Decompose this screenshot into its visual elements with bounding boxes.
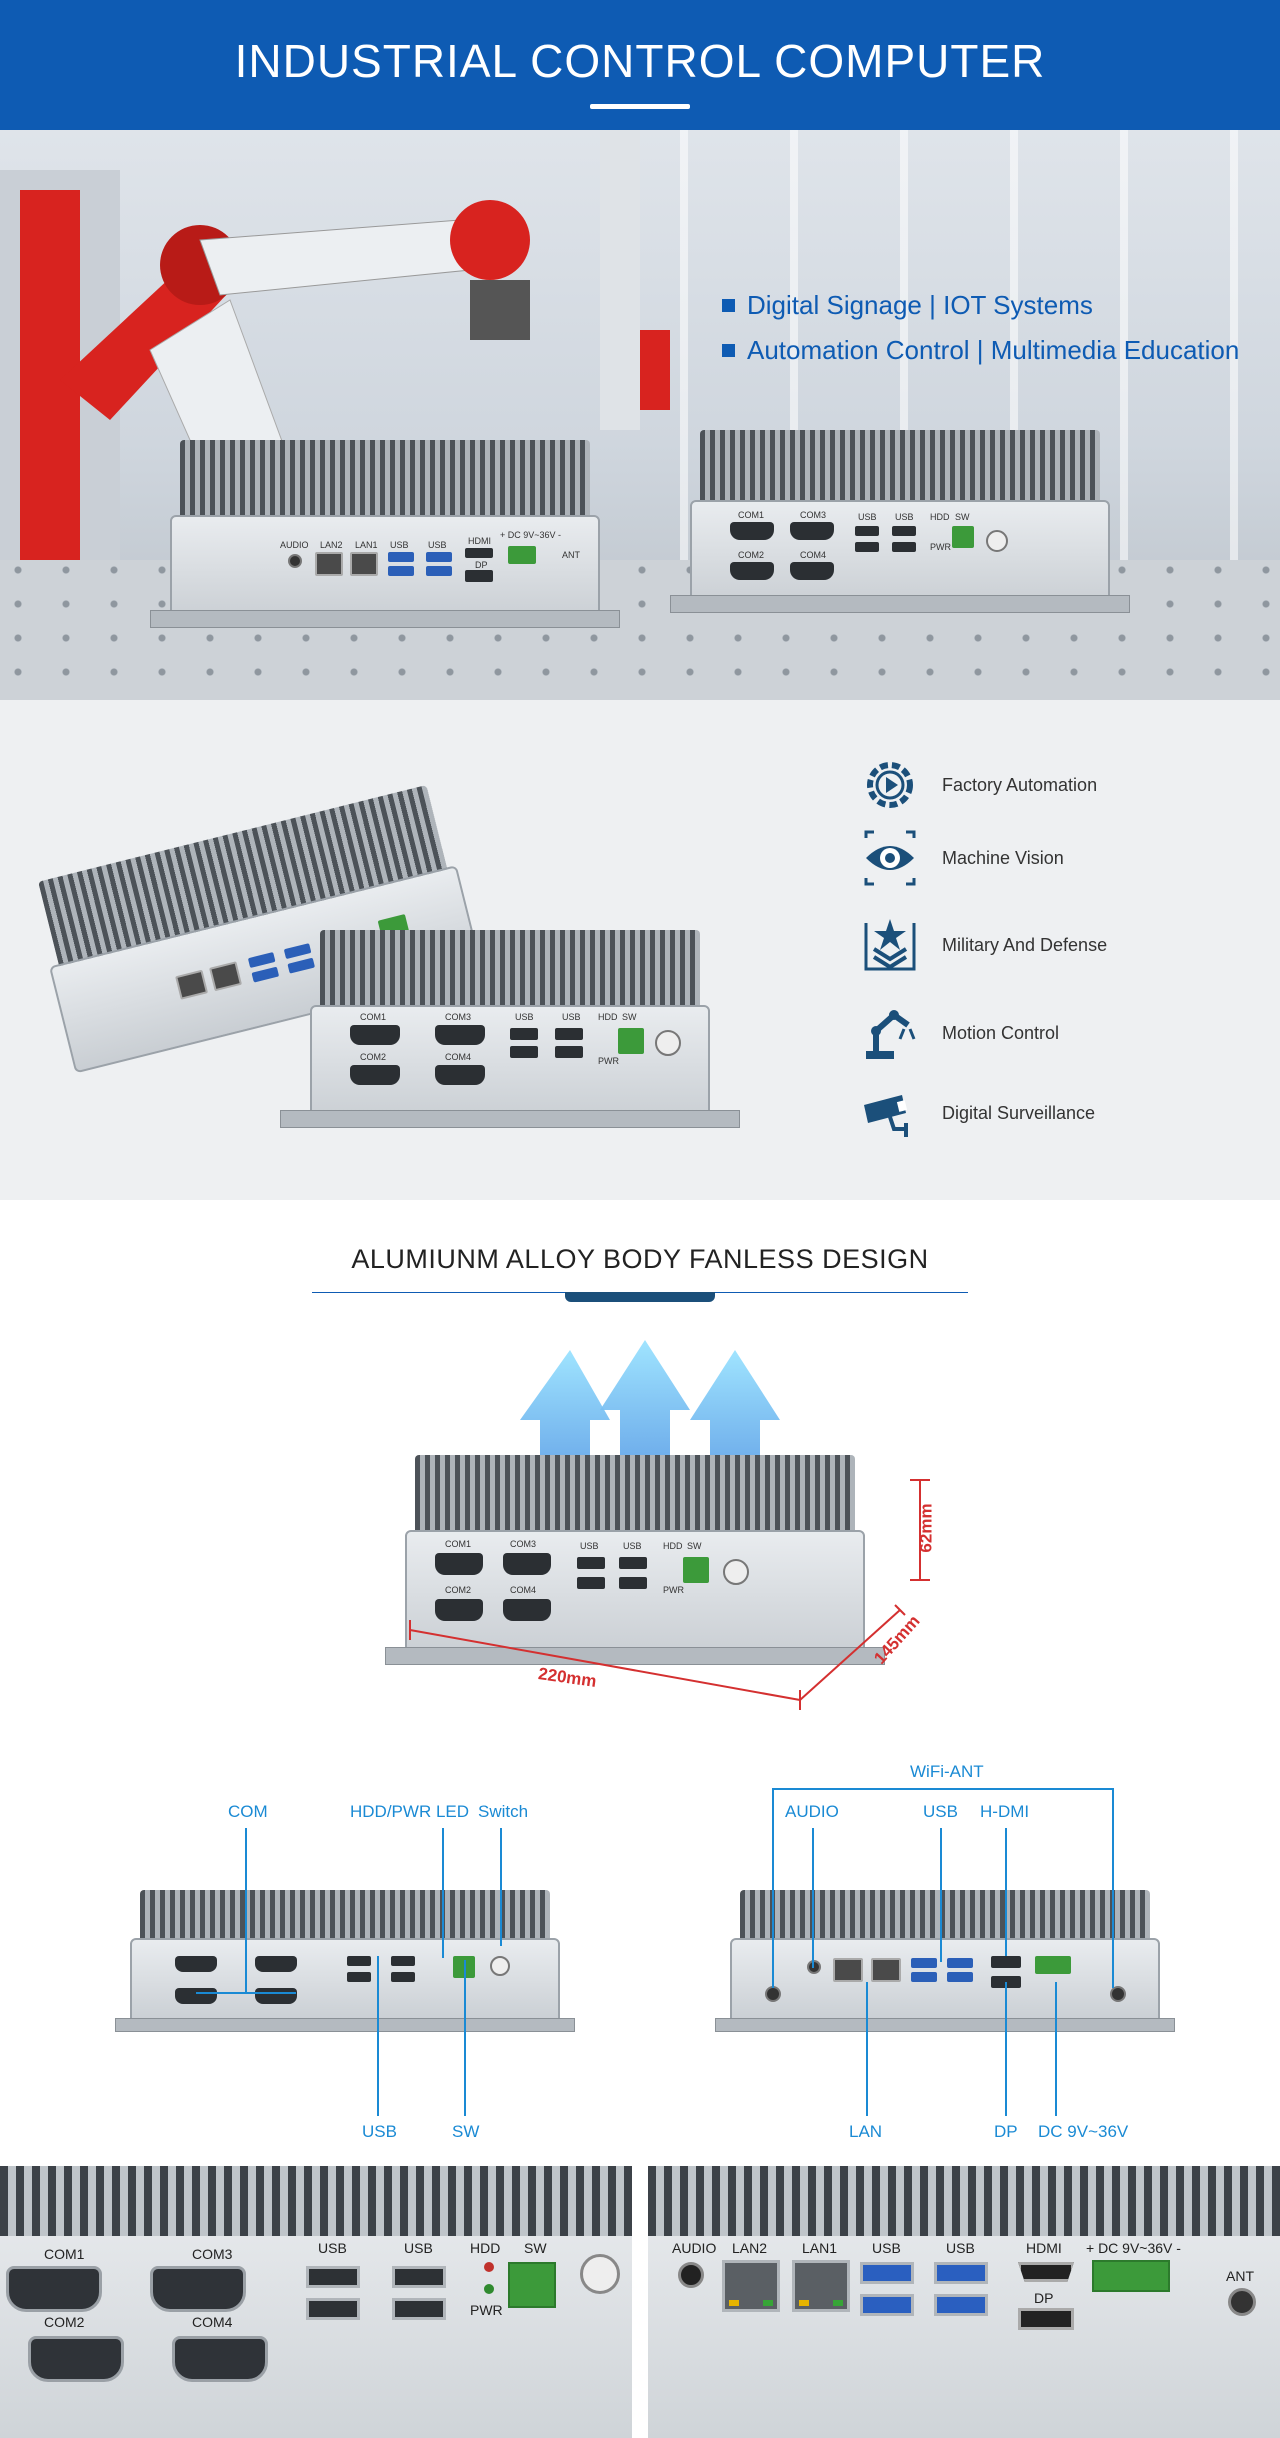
applications-section: COM1 COM3 COM2 COM4 USB USB HDD PWR SW F…	[0, 700, 1280, 1200]
robot-arm-image	[0, 130, 670, 570]
lan2-port	[722, 2260, 780, 2312]
port-callouts-section: COM HDD/PWR LED Switch USB SW WiFi-ANT A…	[0, 1720, 1280, 2160]
bullet-square-icon	[722, 298, 735, 312]
title-accent-bar	[565, 1292, 715, 1302]
com1-port	[6, 2266, 102, 2312]
dc-power-terminal	[1092, 2260, 1170, 2292]
usb3-port	[934, 2294, 988, 2316]
page-title: INDUSTRIAL CONTROL COMPUTER	[234, 35, 1046, 87]
antenna-port-icon	[1228, 2288, 1256, 2316]
callout-device-com-side	[115, 1890, 575, 2050]
port-closeups-section: COM1 COM3 COM2 COM4 USB USB HDD PWR SW A…	[0, 2160, 1280, 2438]
fanless-design-section: ALUMIUNM ALLOY BODY FANLESS DESIGN COM1 …	[0, 1200, 1280, 1720]
callout-usb: USB	[362, 2122, 397, 2141]
hero-banner: Digital Signage | IOT Systems Automation…	[0, 130, 1280, 700]
com4-port	[172, 2336, 268, 2382]
callout-device-io-side	[715, 1890, 1175, 2050]
power-button-icon	[580, 2254, 620, 2294]
callout-com: COM	[228, 1802, 268, 1821]
com3-port	[150, 2266, 246, 2312]
lan1-port	[792, 2260, 850, 2312]
callout-lan: LAN	[849, 2122, 883, 2141]
dp-port	[1018, 2308, 1074, 2330]
usb-port	[392, 2298, 446, 2320]
gear-play-icon	[867, 762, 913, 808]
callout-hdd-pwr-led: HDD/PWR LED	[350, 1802, 470, 1821]
hero-device-io-side: AUDIO LAN2 LAN1 USB USB HDMI DP + DC 9V~…	[150, 440, 620, 640]
callout-dc: DC 9V~36V	[1038, 2122, 1129, 2141]
hdmi-port	[1018, 2262, 1074, 2282]
title-underline	[590, 104, 690, 109]
usb-port	[306, 2266, 360, 2288]
application-factory-automation: Factory Automation	[860, 755, 1260, 815]
callout-dp: DP	[994, 2122, 1018, 2141]
com2-port	[28, 2336, 124, 2382]
callout-wifi-ant: WiFi-ANT	[910, 1762, 984, 1781]
application-military-defense: Military And Defense	[860, 915, 1260, 975]
bullet-square-icon	[722, 343, 735, 357]
hdd-led-icon	[484, 2262, 494, 2272]
application-digital-surveillance: Digital Surveillance	[860, 1083, 1260, 1143]
robot-arm-icon	[866, 1010, 916, 1059]
usb3-port	[934, 2262, 988, 2284]
cctv-camera-icon	[864, 1095, 908, 1137]
dimension-lines	[409, 1479, 930, 1710]
hero-device-com-side: COM1 COM3 COM2 COM4 USB USB HDD PWR SW	[670, 430, 1130, 630]
usb3-port	[860, 2262, 914, 2284]
dimension-height: 62mm	[916, 1503, 936, 1553]
usb-port	[306, 2298, 360, 2320]
callout-switch: Switch	[478, 1802, 529, 1821]
page-header: INDUSTRIAL CONTROL COMPUTER	[0, 0, 1280, 130]
callout-sw: SW	[452, 2122, 480, 2141]
angled-device-com-side: COM1 COM3 COM2 COM4 USB USB HDD PWR SW	[280, 930, 740, 1160]
closeup-io-side: AUDIO LAN2 LAN1 USB USB HDMI DP + DC 9V~…	[648, 2166, 1280, 2438]
audio-jack-icon	[678, 2262, 704, 2288]
feature-line-1: Digital Signage | IOT Systems	[722, 290, 1093, 321]
callout-audio: AUDIO	[785, 1802, 839, 1821]
application-motion-control: Motion Control	[860, 1003, 1260, 1063]
dimensioned-device: COM1 COM3 COM2 COM4 USB USB HDD PWR SW	[385, 1455, 885, 1695]
callout-usb-right: USB	[923, 1802, 958, 1821]
usb3-port	[860, 2294, 914, 2316]
feature-line-2: Automation Control | Multimedia Educatio…	[722, 335, 1239, 366]
section-title: ALUMIUNM ALLOY BODY FANLESS DESIGN	[351, 1244, 929, 1274]
application-machine-vision: Machine Vision	[860, 828, 1260, 888]
military-badge-icon	[864, 919, 916, 971]
closeup-com-side: COM1 COM3 COM2 COM4 USB USB HDD PWR SW	[0, 2166, 632, 2438]
pwr-led-icon	[484, 2284, 494, 2294]
sw-terminal	[508, 2262, 556, 2308]
usb-port	[392, 2266, 446, 2288]
callout-hdmi: H-DMI	[980, 1802, 1030, 1821]
eye-icon	[864, 830, 916, 886]
